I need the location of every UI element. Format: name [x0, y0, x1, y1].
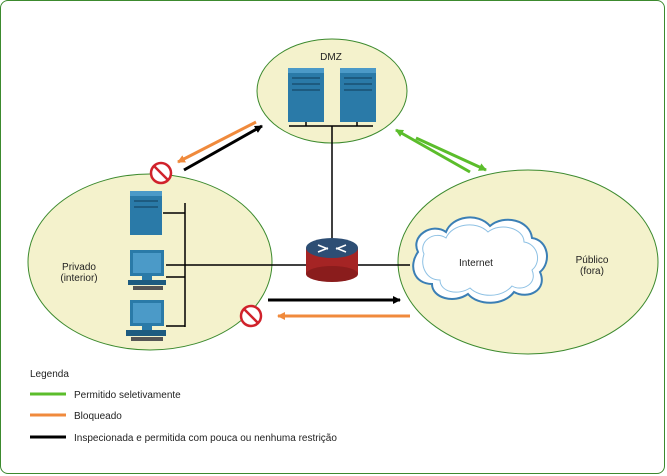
private-label: Privado	[62, 262, 96, 273]
public-sublabel: (fora)	[580, 266, 604, 277]
arrow-dmz-to-private-blocked	[177, 120, 257, 164]
workstation-2-icon	[126, 300, 166, 341]
legend-item-inspected: Inspecionada e permitida com pouca ou ne…	[74, 433, 337, 444]
private-server-icon	[130, 191, 162, 235]
dmz-label: DMZ	[320, 52, 342, 63]
router-icon	[306, 238, 358, 282]
internet-label: Internet	[459, 258, 493, 269]
dmz-server-2-icon	[340, 68, 376, 122]
arrow-public-to-dmz-permitted	[395, 128, 471, 174]
arrow-private-to-dmz-inspected	[183, 124, 263, 172]
public-label: Público	[576, 255, 609, 266]
private-sublabel: (interior)	[60, 273, 97, 284]
workstation-1-icon	[128, 250, 166, 290]
blocked-sign-icon	[239, 304, 263, 328]
internet-cloud-icon	[412, 216, 548, 304]
legend-item-permitted: Permitido seletivamente	[74, 390, 181, 401]
legend: Legenda Permitido seletivamente Bloquead…	[30, 369, 337, 444]
blocked-sign-icon	[149, 161, 173, 185]
arrow-dmz-to-public-permitted	[415, 136, 487, 172]
dmz-server-1-icon	[288, 68, 324, 122]
legend-title: Legenda	[30, 369, 69, 380]
legend-item-blocked: Bloqueado	[74, 411, 122, 422]
